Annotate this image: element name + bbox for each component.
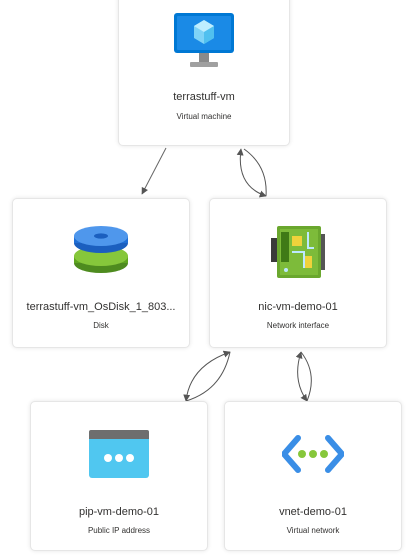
node-name: terrastuff-vm_OsDisk_1_803... (26, 301, 176, 313)
edge-nic-vnet-b (300, 351, 312, 402)
node-type: Virtual network (286, 526, 340, 535)
node-type: Public IP address (87, 526, 151, 535)
edge-vm-disk (141, 147, 167, 195)
node-disk[interactable]: terrastuff-vm_OsDisk_1_803... Disk (12, 198, 190, 348)
node-name: vnet-demo-01 (279, 506, 347, 518)
node-network-interface[interactable]: nic-vm-demo-01 Network interface (209, 198, 387, 348)
network-interface-icon (268, 224, 328, 285)
node-virtual-machine[interactable]: terrastuff-vm Virtual machine (118, 0, 290, 146)
edge-nic-pip-a (183, 350, 231, 402)
node-virtual-network[interactable]: vnet-demo-01 Virtual network (224, 401, 402, 551)
public-ip-icon (89, 430, 149, 483)
edge-nic-pip-b (185, 351, 231, 402)
node-type: Virtual machine (176, 112, 232, 121)
node-name: pip-vm-demo-01 (78, 506, 160, 518)
disk-icon (72, 225, 130, 282)
virtual-network-icon (281, 434, 345, 479)
virtual-machine-icon (172, 11, 236, 74)
node-type: Network interface (266, 321, 330, 330)
node-name: nic-vm-demo-01 (258, 301, 338, 313)
node-public-ip-address[interactable]: pip-vm-demo-01 Public IP address (30, 401, 208, 551)
edge-nic-vnet-a (295, 351, 308, 402)
node-type: Disk (93, 321, 109, 330)
node-name: terrastuff-vm (173, 91, 235, 103)
edge-vm-nic-b (243, 148, 267, 197)
edge-vm-nic-a (236, 148, 267, 198)
